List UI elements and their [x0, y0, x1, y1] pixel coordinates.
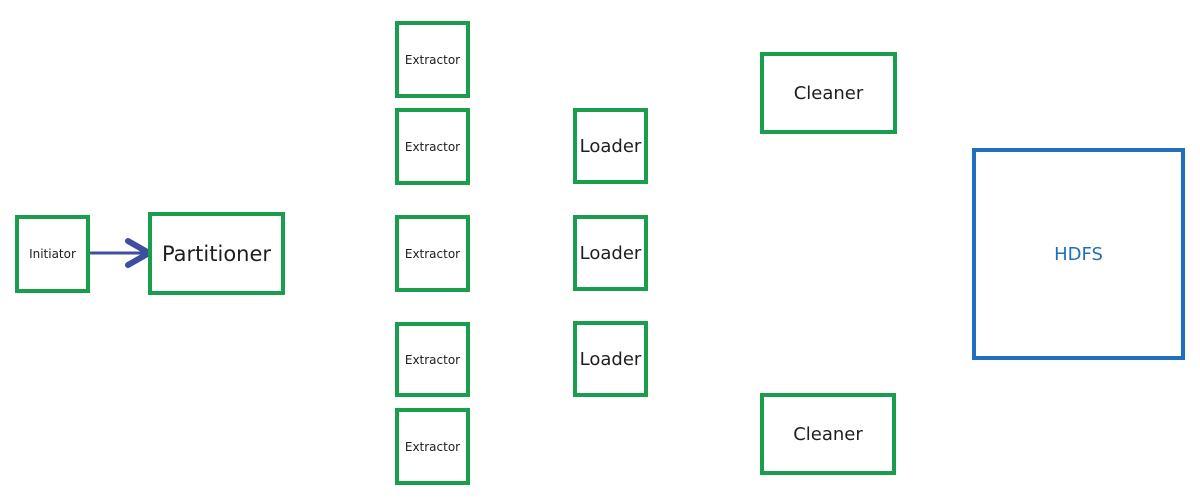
extractor-node-5[interactable]: Extractor — [395, 408, 470, 485]
cleaner-node-2[interactable]: Cleaner — [760, 393, 896, 475]
hdfs-label: HDFS — [1054, 243, 1103, 265]
extractor-label: Extractor — [404, 246, 461, 261]
cleaner-label: Cleaner — [793, 423, 863, 445]
loader-node-2[interactable]: Loader — [573, 215, 648, 291]
loader-label: Loader — [579, 348, 642, 370]
extractor-label: Extractor — [404, 52, 461, 67]
extractor-node-3[interactable]: Extractor — [395, 215, 470, 292]
hdfs-storage-node[interactable]: HDFS — [972, 148, 1185, 360]
partitioner-label: Partitioner — [161, 241, 272, 266]
extractor-node-2[interactable]: Extractor — [395, 108, 470, 185]
extractor-label: Extractor — [404, 439, 461, 454]
partitioner-node[interactable]: Partitioner — [148, 212, 285, 295]
cleaner-node-1[interactable]: Cleaner — [760, 52, 897, 134]
initiator-label: Initiator — [29, 247, 76, 261]
initiator-node[interactable]: Initiator — [15, 215, 90, 293]
loader-label: Loader — [579, 135, 642, 157]
extractor-label: Extractor — [404, 352, 461, 367]
loader-label: Loader — [579, 242, 642, 264]
cleaner-label: Cleaner — [793, 82, 864, 104]
extractor-node-4[interactable]: Extractor — [395, 322, 470, 397]
loader-node-3[interactable]: Loader — [573, 321, 648, 397]
loader-node-1[interactable]: Loader — [573, 108, 648, 184]
extractor-node-1[interactable]: Extractor — [395, 21, 470, 98]
extractor-label: Extractor — [404, 139, 461, 154]
